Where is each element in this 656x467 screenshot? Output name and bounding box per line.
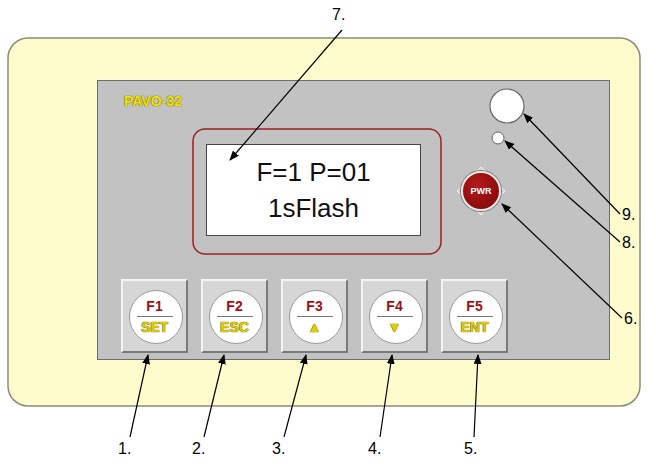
key-divider bbox=[457, 316, 493, 317]
key-function: F4 bbox=[386, 298, 402, 314]
button-label: PWR bbox=[471, 186, 492, 196]
function-key: F5ENT bbox=[441, 279, 508, 353]
callout-number: 6. bbox=[624, 310, 637, 328]
callout-number: 2. bbox=[192, 440, 205, 458]
key-divider bbox=[217, 316, 253, 317]
key-action: SET bbox=[141, 319, 168, 335]
key-action: ▼ bbox=[388, 319, 402, 335]
display-text: F=1 P=01 bbox=[256, 154, 370, 190]
function-key: F4 ▼ bbox=[361, 279, 428, 353]
callout-number: 8. bbox=[622, 234, 635, 252]
key-divider bbox=[297, 316, 333, 317]
key-function: F2 bbox=[226, 298, 242, 314]
key-action: ▲ bbox=[308, 319, 322, 335]
callout-number: 4. bbox=[368, 440, 381, 458]
function-key: F2ESC bbox=[201, 279, 268, 353]
key-divider bbox=[137, 316, 173, 317]
callout-number: 9. bbox=[622, 206, 635, 224]
housing bbox=[8, 38, 640, 406]
key-action: ENT bbox=[461, 319, 489, 335]
leader-line bbox=[284, 355, 306, 437]
key-divider bbox=[377, 316, 413, 317]
function-key: F3 ▲ bbox=[281, 279, 348, 353]
leader-line bbox=[204, 355, 224, 437]
callout-number: 5. bbox=[464, 440, 477, 458]
leader-line bbox=[130, 355, 148, 437]
callout-number: 3. bbox=[272, 440, 285, 458]
display-frame bbox=[193, 129, 441, 254]
sensor-window bbox=[490, 89, 524, 123]
key-function: F5 bbox=[466, 298, 482, 314]
indicator-led bbox=[492, 132, 504, 144]
model-name: PAVO-32 bbox=[124, 93, 182, 109]
callout-number: 7. bbox=[332, 6, 345, 24]
callout-number: 1. bbox=[118, 440, 131, 458]
front-panel: PAVO-32F=1 P=011sFlashF1SETF2ESCF3▲F4▼F5… bbox=[97, 80, 610, 360]
display-text: 1sFlash bbox=[268, 190, 359, 226]
key-action: ESC bbox=[220, 319, 249, 335]
key-function: F1 bbox=[146, 298, 162, 314]
lcd-display: F=1 P=011sFlash bbox=[206, 144, 421, 236]
leader-line bbox=[474, 355, 478, 437]
function-key: F1SET bbox=[121, 279, 188, 353]
power-button: PWR bbox=[461, 171, 501, 211]
power-button-bezel bbox=[457, 167, 505, 215]
leader-line bbox=[380, 355, 392, 437]
key-function: F3 bbox=[306, 298, 322, 314]
